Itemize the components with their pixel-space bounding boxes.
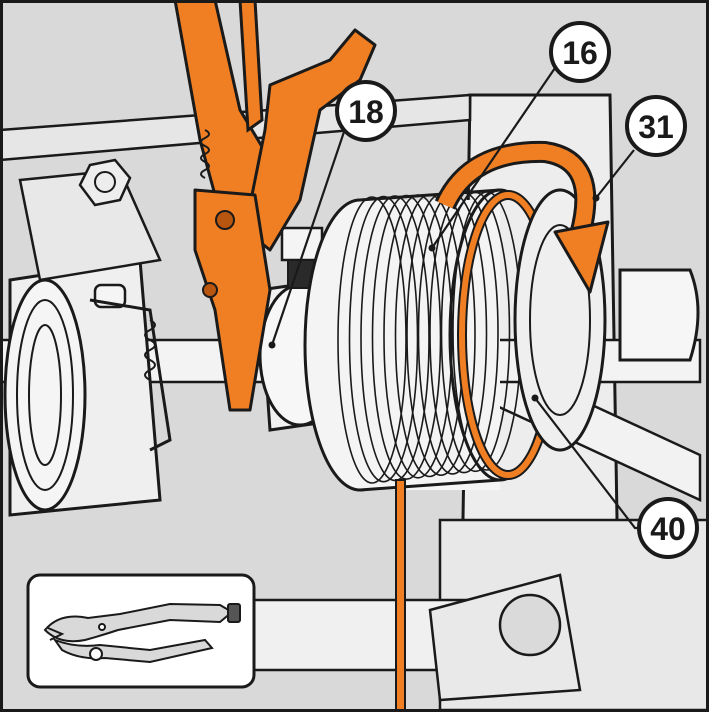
leader-18 xyxy=(270,119,350,346)
rotation-arrow-icon xyxy=(434,140,610,294)
leader-31 xyxy=(595,149,635,199)
leader-16 xyxy=(431,67,556,249)
spring-coil xyxy=(348,195,419,483)
lift-cable xyxy=(395,479,406,712)
cable-drum-left xyxy=(3,168,172,517)
callout-16-label: 16 xyxy=(562,35,598,71)
callout-18: 18 xyxy=(335,80,397,142)
locking-pliers-icon xyxy=(173,0,377,412)
callout-40-label: 40 xyxy=(650,511,686,547)
hex-nut xyxy=(78,158,132,207)
spring-coil xyxy=(371,194,442,480)
inset-locking-pliers-icon xyxy=(43,602,241,664)
spring-coil xyxy=(337,196,407,484)
spring-coil xyxy=(383,194,453,479)
callout-18-label: 18 xyxy=(348,94,384,130)
callout-16: 16 xyxy=(549,21,611,83)
spring-coil xyxy=(440,191,511,473)
callout-31: 31 xyxy=(625,95,687,157)
pliers-inset xyxy=(26,573,256,689)
callout-31-label: 31 xyxy=(638,109,674,145)
callout-40: 40 xyxy=(637,497,699,559)
lower-shaft-assembly xyxy=(248,573,582,702)
leader-dots xyxy=(268,194,600,402)
